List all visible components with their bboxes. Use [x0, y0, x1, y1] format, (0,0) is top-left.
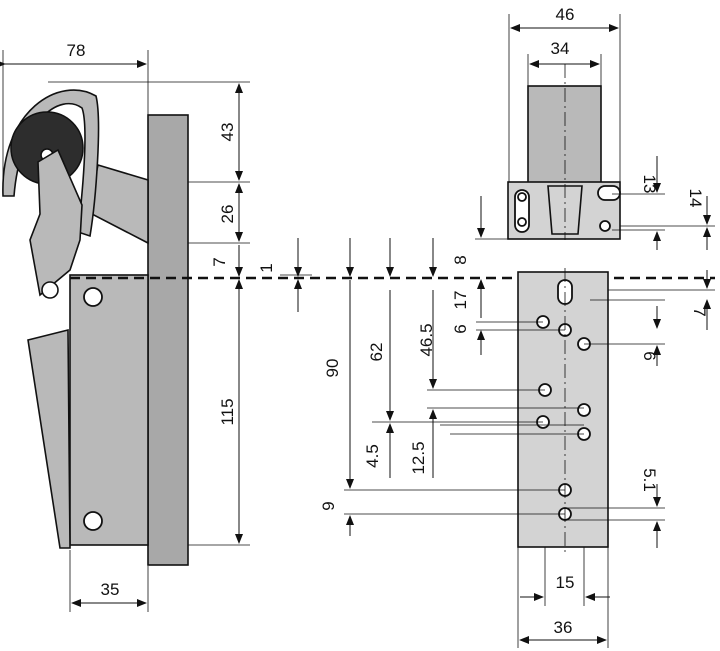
dim-13: 13 — [640, 175, 659, 194]
plate-slot-right — [597, 185, 621, 201]
door-frame — [147, 114, 189, 566]
dim-12-5: 12.5 — [409, 441, 428, 474]
side-view — [2, 89, 715, 566]
lever-pivot — [41, 281, 59, 299]
dim-14: 14 — [686, 189, 705, 208]
plate-hole-left-bottom — [517, 217, 527, 227]
body-screw-top — [83, 287, 103, 307]
body-screw-bottom — [83, 511, 103, 531]
dim-17: 17 — [451, 291, 470, 310]
dim-6-right: 6 — [640, 351, 659, 360]
dim-62: 62 — [367, 343, 386, 362]
arm-block — [527, 85, 602, 187]
dim-1: 1 — [257, 263, 276, 272]
dim-7: 7 — [210, 257, 229, 266]
lever — [29, 148, 83, 297]
plate-hole-right — [599, 220, 611, 232]
dim-90: 90 — [323, 359, 342, 378]
body-plate — [517, 271, 609, 548]
closer-body — [69, 274, 149, 546]
plate-hole-left-top — [517, 192, 527, 202]
front-view-dimensions: 46 34 13 14 8 17 6 90 — [319, 5, 715, 648]
dim-7-right: 7 — [690, 307, 709, 316]
dim-36: 36 — [554, 618, 573, 637]
dim-4-5: 4.5 — [363, 444, 382, 468]
dim-9: 9 — [319, 501, 338, 510]
dim-46-5: 46.5 — [417, 323, 436, 356]
body-hole-5 — [577, 403, 591, 417]
dim-26: 26 — [218, 205, 237, 224]
front-view — [507, 64, 621, 555]
dim-46: 46 — [556, 5, 575, 24]
closer-cylinder — [27, 328, 71, 549]
dim-115: 115 — [218, 398, 237, 425]
dim-15: 15 — [556, 573, 575, 592]
side-view-dimensions: 78 43 26 7 115 1 35 — [0, 41, 312, 612]
dim-8: 8 — [451, 255, 470, 264]
dim-78: 78 — [67, 41, 86, 60]
dim-6-left: 6 — [451, 324, 470, 333]
dim-35: 35 — [101, 580, 120, 599]
dim-5-1: 5.1 — [640, 468, 659, 492]
dim-43: 43 — [218, 123, 237, 142]
dim-34: 34 — [551, 39, 570, 58]
